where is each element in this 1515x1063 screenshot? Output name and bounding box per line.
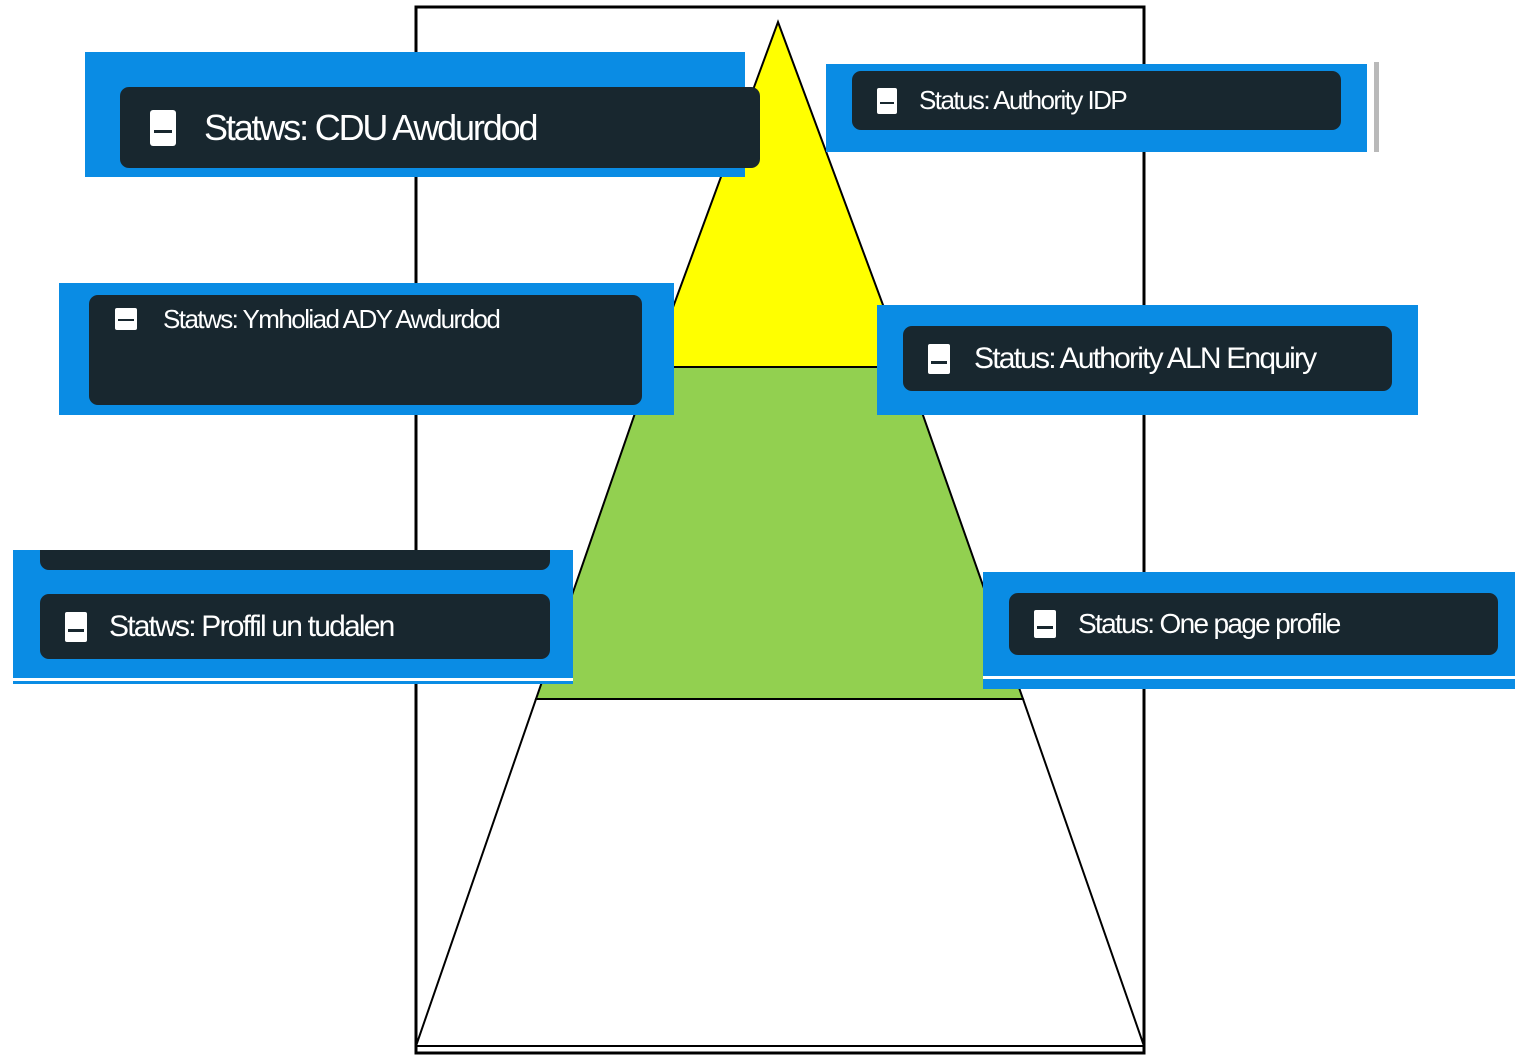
pyramid-tier-bottom [414,698,1146,1047]
document-icon [877,87,897,114]
document-icon [928,343,950,374]
pyramid-tier-top [649,19,908,368]
status-label-ymholiad-ady: Statws: Ymholiad ADY Awdurdod [59,283,674,415]
status-text: Statws: CDU Awdurdod [204,106,538,148]
pyramid-tier-middle [534,366,1025,700]
status-text: Status: Authority ALN Enquiry [974,341,1317,375]
previous-pill-edge [40,550,550,570]
status-label-authority-idp: Status: Authority IDP [826,64,1367,152]
divider [1374,62,1379,152]
status-pill: Status: Authority IDP [852,71,1341,130]
enclosing-rectangle [414,5,1146,1055]
status-label-authority-aln-enquiry: Status: Authority ALN Enquiry [877,305,1418,415]
status-pill: Statws: Proffil un tudalen [40,594,550,659]
status-text: Status: One page profile [1078,608,1341,639]
document-icon [115,308,137,330]
document-icon [150,109,176,146]
divider [983,676,1515,679]
status-label-one-page-profile: Status: One page profile [983,572,1515,689]
status-text: Statws: Ymholiad ADY Awdurdod [163,304,501,334]
divider [13,678,573,681]
status-pill: Statws: Ymholiad ADY Awdurdod [89,295,642,405]
status-text: Status: Authority IDP [919,85,1128,115]
document-icon [65,611,87,642]
status-label-proffil-un-tudalen: Statws: Proffil un tudalen [13,550,573,684]
document-icon [1034,610,1056,638]
status-label-cdu-awdurdod: Statws: CDU Awdurdod [85,52,760,177]
status-pill: Statws: CDU Awdurdod [120,87,760,168]
status-text: Statws: Proffil un tudalen [109,609,395,643]
status-pill: Status: One page profile [1009,593,1498,655]
status-pill: Status: Authority ALN Enquiry [903,326,1392,391]
